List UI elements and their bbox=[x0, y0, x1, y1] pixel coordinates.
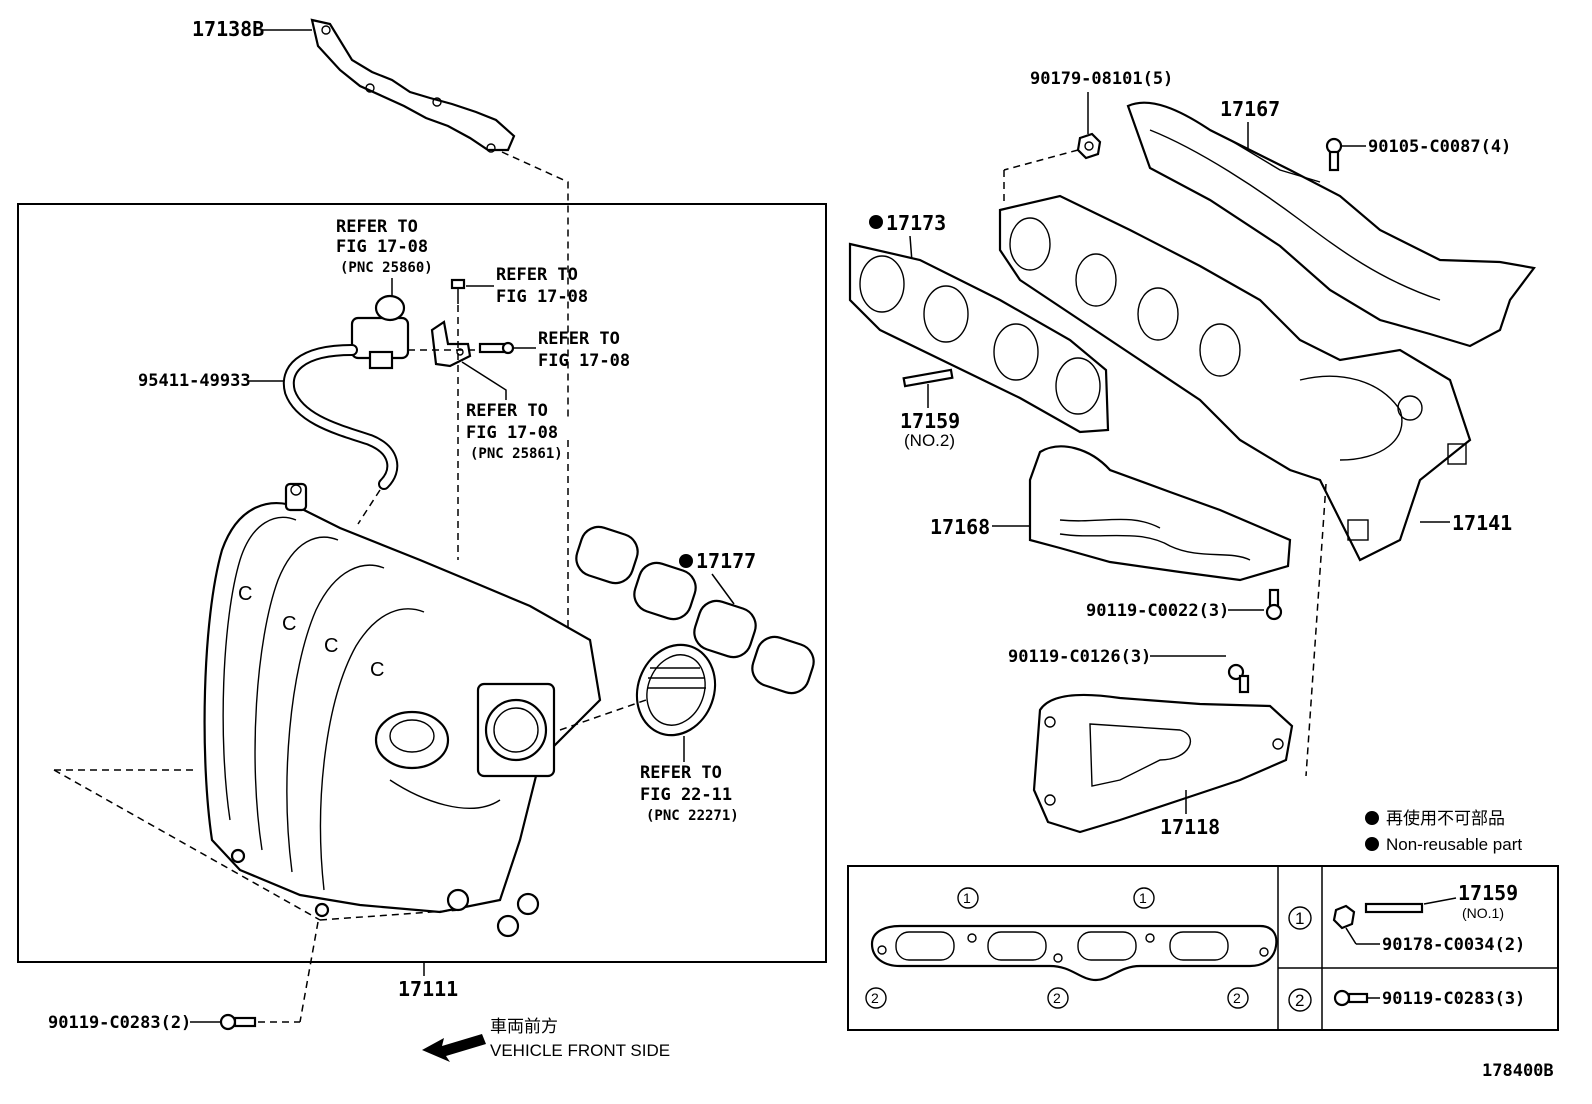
exhaust-gasket-17173[interactable] bbox=[848, 242, 1110, 434]
label-bolt-b: 90119-C0126(3) bbox=[1008, 647, 1151, 667]
label-17138b: 17138B bbox=[192, 17, 264, 41]
bolt-90119-c0126[interactable] bbox=[1227, 663, 1250, 694]
heat-insulator-17167[interactable] bbox=[1126, 101, 1536, 348]
bracket-17138b[interactable] bbox=[310, 18, 516, 153]
label-17177: 17177 bbox=[696, 549, 756, 573]
refer-throttle-1: REFER TO bbox=[640, 763, 722, 783]
label-17159-no2: 17159 bbox=[900, 409, 960, 433]
label-17159-no1: 17159 bbox=[1458, 881, 1518, 905]
svg-text:C: C bbox=[282, 613, 296, 635]
marker-1a: 1 bbox=[963, 890, 971, 906]
non-reusable-dot-17173 bbox=[869, 215, 883, 229]
label-hose: 95411-49933 bbox=[138, 371, 251, 391]
hose-95411-49933[interactable] bbox=[282, 344, 399, 490]
label-17168: 17168 bbox=[930, 515, 990, 539]
non-reusable-dot-17177 bbox=[679, 554, 693, 568]
diagram-id: 178400B bbox=[1482, 1061, 1554, 1081]
svg-text:C: C bbox=[324, 635, 338, 657]
refer-bracket-2: FIG 17-08 bbox=[466, 423, 558, 443]
vsv-valve[interactable] bbox=[350, 294, 410, 370]
direction-jp: 車両前方 bbox=[490, 1017, 558, 1036]
bolt-90119-c0283-3[interactable] bbox=[1333, 989, 1369, 1007]
vsv-bracket[interactable] bbox=[430, 320, 472, 368]
svg-text:C: C bbox=[238, 583, 252, 605]
direction-en: VEHICLE FRONT SIDE bbox=[490, 1041, 670, 1060]
heat-insulator-17168[interactable] bbox=[1028, 445, 1292, 582]
label-17111: 17111 bbox=[398, 977, 458, 1001]
svg-text:C: C bbox=[370, 659, 384, 681]
marker-2b: 2 bbox=[1053, 990, 1061, 1006]
intake-manifold-17111[interactable]: C C C C bbox=[203, 482, 602, 938]
refer-vsv-3: (PNC 25860) bbox=[340, 260, 433, 276]
refer-vsv-2: FIG 17-08 bbox=[336, 237, 428, 257]
marker-row1: 1 bbox=[1295, 909, 1304, 928]
variant-table bbox=[847, 865, 1559, 1031]
bolt-90119-c0283-2[interactable] bbox=[219, 1013, 257, 1031]
front-arrow-icon bbox=[422, 1034, 486, 1062]
refer-bolt-2: FIG 17-08 bbox=[496, 287, 588, 307]
refer-throttle-3: (PNC 22271) bbox=[646, 808, 739, 824]
refer-bolt-1: REFER TO bbox=[496, 265, 578, 285]
nut-90179-08101[interactable] bbox=[1076, 132, 1102, 160]
marker-2c: 2 bbox=[1233, 990, 1241, 1006]
stud-17159-no1[interactable] bbox=[1364, 902, 1424, 914]
table-gasket[interactable] bbox=[870, 924, 1278, 982]
refer-bolt2-2: FIG 17-08 bbox=[538, 351, 630, 371]
stud-17159-no2[interactable] bbox=[902, 368, 954, 388]
bolt-vertical[interactable] bbox=[450, 278, 466, 304]
label-bolt-bottom: 90119-C0283(2) bbox=[48, 1013, 191, 1033]
legend-jp: 再使用不可部品 bbox=[1386, 808, 1505, 828]
marker-row2: 2 bbox=[1295, 991, 1304, 1010]
manifold-stay-17118[interactable] bbox=[1032, 693, 1294, 834]
label-17118: 17118 bbox=[1160, 815, 1220, 839]
exhaust-manifold-17141[interactable] bbox=[998, 194, 1472, 562]
refer-bracket-3: (PNC 25861) bbox=[470, 446, 563, 462]
intake-gasket-17177[interactable] bbox=[572, 522, 819, 697]
label-17173: 17173 bbox=[886, 211, 946, 235]
label-nut: 90179-08101(5) bbox=[1030, 69, 1173, 89]
legend-en: Non-reusable part bbox=[1386, 835, 1522, 854]
legend-dot-en bbox=[1365, 837, 1379, 851]
label-17167: 17167 bbox=[1220, 97, 1280, 121]
nut-90178-c0034[interactable] bbox=[1332, 904, 1356, 930]
intake-panel-frame bbox=[17, 203, 827, 963]
label-17159-no2-note: (NO.2) bbox=[904, 431, 955, 450]
label-bolt-upper: 90105-C0087(4) bbox=[1368, 137, 1511, 157]
marker-1b: 1 bbox=[1139, 890, 1147, 906]
bolt-90119-c0022[interactable] bbox=[1265, 588, 1283, 621]
label-bolt-row2: 90119-C0283(3) bbox=[1382, 989, 1525, 1009]
label-17141: 17141 bbox=[1452, 511, 1512, 535]
label-nut-row1: 90178-C0034(2) bbox=[1382, 935, 1525, 955]
refer-throttle-2: FIG 22-11 bbox=[640, 785, 732, 805]
legend-dot-jp bbox=[1365, 811, 1379, 825]
label-17159-no1-note: (NO.1) bbox=[1462, 905, 1504, 921]
refer-bolt2-1: REFER TO bbox=[538, 329, 620, 349]
marker-2a: 2 bbox=[871, 990, 879, 1006]
refer-bracket-1: REFER TO bbox=[466, 401, 548, 421]
throttle-gasket[interactable] bbox=[625, 634, 728, 746]
label-bolt-a: 90119-C0022(3) bbox=[1086, 601, 1229, 621]
refer-vsv-1: REFER TO bbox=[336, 217, 418, 237]
bolt-horizontal[interactable] bbox=[478, 341, 515, 355]
bolt-90105-c0087[interactable] bbox=[1325, 137, 1343, 172]
